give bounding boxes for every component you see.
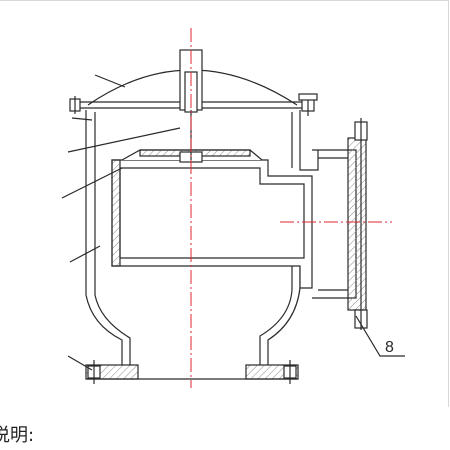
outlet-flange: [347, 137, 367, 311]
leader-line-6: [67, 355, 93, 371]
inner-chamber: [111, 159, 313, 289]
leader-line-3: [67, 127, 181, 153]
base-bolt-left: [87, 360, 101, 384]
valve-section-drawing: 8: [61, 28, 405, 388]
inner-chamber-hatch: [111, 159, 121, 267]
part-label-8: 8: [385, 339, 394, 356]
cap-bolt-right: [298, 93, 318, 116]
cap-bolt-left: [69, 96, 81, 114]
caption-text: 说明:: [0, 425, 35, 446]
body-inner-wall: [94, 112, 293, 365]
leader-line-2: [71, 117, 93, 121]
base-bolt-right: [283, 360, 297, 384]
leader-line-8: [355, 315, 405, 357]
image-frame: [0, 0, 449, 407]
leader-line-4: [61, 167, 123, 199]
leader-line-5: [69, 245, 101, 263]
body-outer-wall: [85, 110, 319, 365]
leader-line-1: [94, 74, 126, 88]
